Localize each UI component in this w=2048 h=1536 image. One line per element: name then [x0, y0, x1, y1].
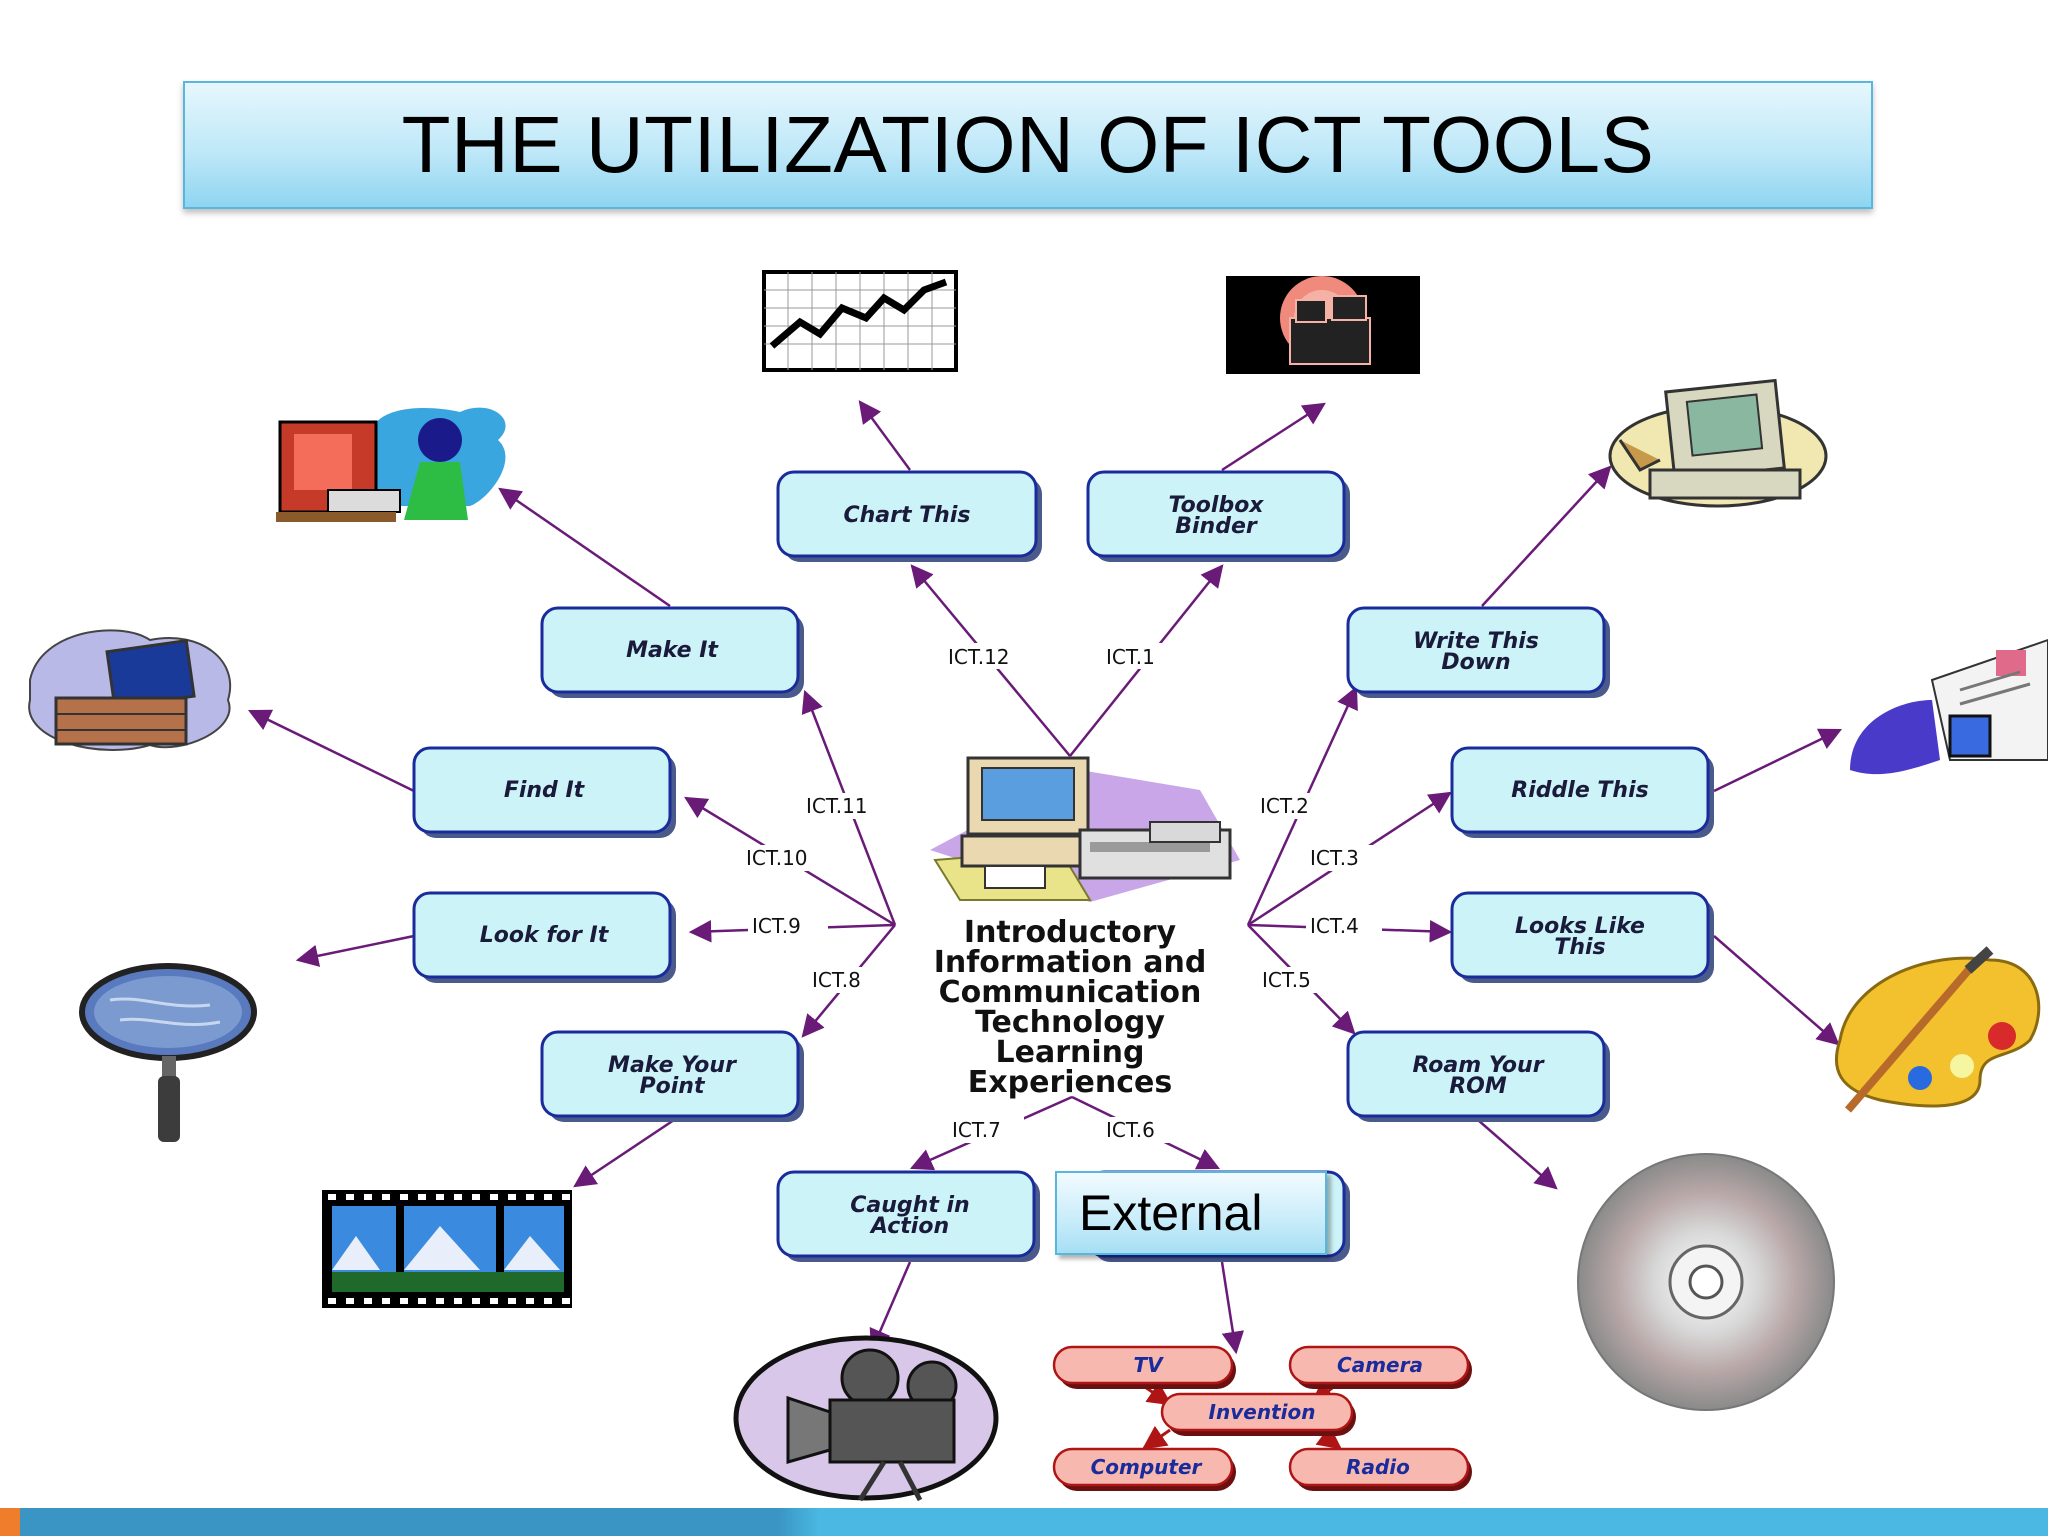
node-label: Riddle This: [1511, 778, 1648, 803]
ict-label-7: ICT.7: [952, 1118, 1001, 1142]
node-label: Action: [869, 1214, 949, 1239]
ict-labels: ICT.12 ICT.1 ICT.11 ICT.10 ICT.9 ICT.8 I…: [744, 643, 1382, 1143]
node-label: Make Your: [608, 1053, 737, 1078]
toolbox-icon: [1226, 276, 1420, 374]
node-label: Find It: [504, 778, 586, 803]
ict-label-2: ICT.2: [1260, 794, 1309, 818]
edge-makeit-icon: [498, 487, 671, 608]
slide-title: THE UTILIZATION OF ICT TOOLS: [401, 100, 1655, 189]
center-line-1: Introductory: [964, 915, 1177, 950]
ict-label-11: ICT.11: [806, 794, 868, 818]
envelope-monitor-icon: [1850, 638, 2048, 775]
movie-camera-icon: [733, 1335, 999, 1502]
magnifying-glass-icon: [79, 963, 257, 1142]
edge-makepoint-icon: [573, 1118, 675, 1188]
node-riddle-this: Riddle This: [1450, 746, 1714, 838]
laptop-icon: [28, 629, 231, 751]
external-callout-box: External: [1055, 1171, 1327, 1255]
center-line-4: Technology: [975, 1005, 1165, 1040]
edge-toolbox-icon: [1221, 402, 1326, 472]
pill-label: Camera: [1337, 1353, 1423, 1377]
ict-label-3: ICT.3: [1310, 846, 1359, 870]
ict-label-1: ICT.1: [1106, 645, 1155, 669]
pill-tv: TV: [1052, 1345, 1236, 1389]
center-line-5: Learning: [996, 1035, 1145, 1070]
node-label: This: [1554, 935, 1605, 960]
line-chart-icon: [762, 270, 958, 372]
node-toolbox-binder: Toolbox Binder: [1086, 470, 1350, 562]
node-write-this-down: Write This Down: [1346, 606, 1610, 698]
edge-write-icon: [1481, 465, 1612, 607]
edge-riddle-icon: [1713, 728, 1843, 793]
edge-lookfor-icon: [295, 934, 415, 967]
node-make-your-point: Make Your Point: [540, 1030, 804, 1122]
center-line-6: Experiences: [968, 1065, 1172, 1100]
node-label: Looks Like: [1515, 914, 1645, 939]
external-label: External: [1079, 1185, 1263, 1241]
pill-label: Radio: [1346, 1455, 1410, 1479]
pill-invention: Invention: [1160, 1392, 1356, 1436]
edge-external-map: [1220, 1261, 1245, 1355]
pill-label: Computer: [1091, 1455, 1203, 1479]
pill-camera: Camera: [1288, 1345, 1472, 1389]
pill-computer: Computer: [1052, 1447, 1236, 1491]
node-looks-like-this: Looks Like This: [1450, 891, 1714, 983]
footer-bar: [0, 1508, 2048, 1536]
slide-title-box: THE UTILIZATION OF ICT TOOLS: [183, 81, 1873, 209]
computer-desk-icon: [1608, 378, 1828, 508]
ict-label-5: ICT.5: [1262, 968, 1311, 992]
invention-concept-map: TV Camera Invention Computer Radio: [1052, 1345, 1472, 1491]
person-at-computer-icon: [276, 407, 506, 522]
pill-label: Invention: [1209, 1400, 1316, 1424]
center-node: Introductory Information and Communicati…: [930, 756, 1240, 1100]
node-label: Roam Your: [1412, 1053, 1544, 1078]
ict-label-6: ICT.6: [1106, 1118, 1155, 1142]
ict-label-8: ICT.8: [812, 968, 861, 992]
edge-findit-icon: [247, 709, 415, 793]
node-label: Look for It: [480, 923, 610, 948]
node-roam-your-rom: Roam Your ROM: [1346, 1030, 1610, 1122]
cd-rom-icon: [1577, 1153, 1835, 1411]
icon-edges: [247, 400, 1843, 1355]
edge-roam-icon: [1477, 1119, 1558, 1190]
edge-lookslike-icon: [1713, 935, 1840, 1046]
node-look-for-it: Look for It: [412, 891, 676, 983]
center-computer-icon: [930, 756, 1240, 902]
ict-label-12: ICT.12: [948, 645, 1010, 669]
node-label: Write This: [1413, 629, 1539, 654]
center-line-2: Information and: [934, 945, 1207, 980]
pill-radio: Radio: [1288, 1447, 1472, 1491]
node-label: Make It: [626, 638, 719, 663]
ict-label-4: ICT.4: [1310, 914, 1359, 938]
node-label: Point: [640, 1074, 706, 1099]
edge-chart-icon: [858, 400, 912, 471]
node-find-it: Find It: [412, 746, 676, 838]
film-strip-icon: [322, 1190, 572, 1308]
ict-label-9: ICT.9: [752, 914, 801, 938]
node-label: Caught in: [850, 1193, 969, 1218]
pill-label: TV: [1133, 1353, 1164, 1377]
edge-caught-icon: [869, 1261, 912, 1353]
node-label: Chart This: [844, 503, 971, 528]
paint-palette-icon: [1834, 946, 2041, 1113]
node-label: ROM: [1449, 1074, 1507, 1099]
node-make-it: Make It: [540, 606, 804, 698]
node-label: Binder: [1175, 514, 1258, 539]
node-label: Down: [1441, 650, 1510, 675]
ict-label-10: ICT.10: [746, 846, 808, 870]
center-line-3: Communication: [939, 975, 1202, 1010]
node-chart-this: Chart This: [776, 470, 1042, 562]
node-caught-in-action: Caught in Action: [776, 1170, 1040, 1262]
footer-accent: [0, 1508, 20, 1536]
node-label: Toolbox: [1169, 493, 1265, 518]
